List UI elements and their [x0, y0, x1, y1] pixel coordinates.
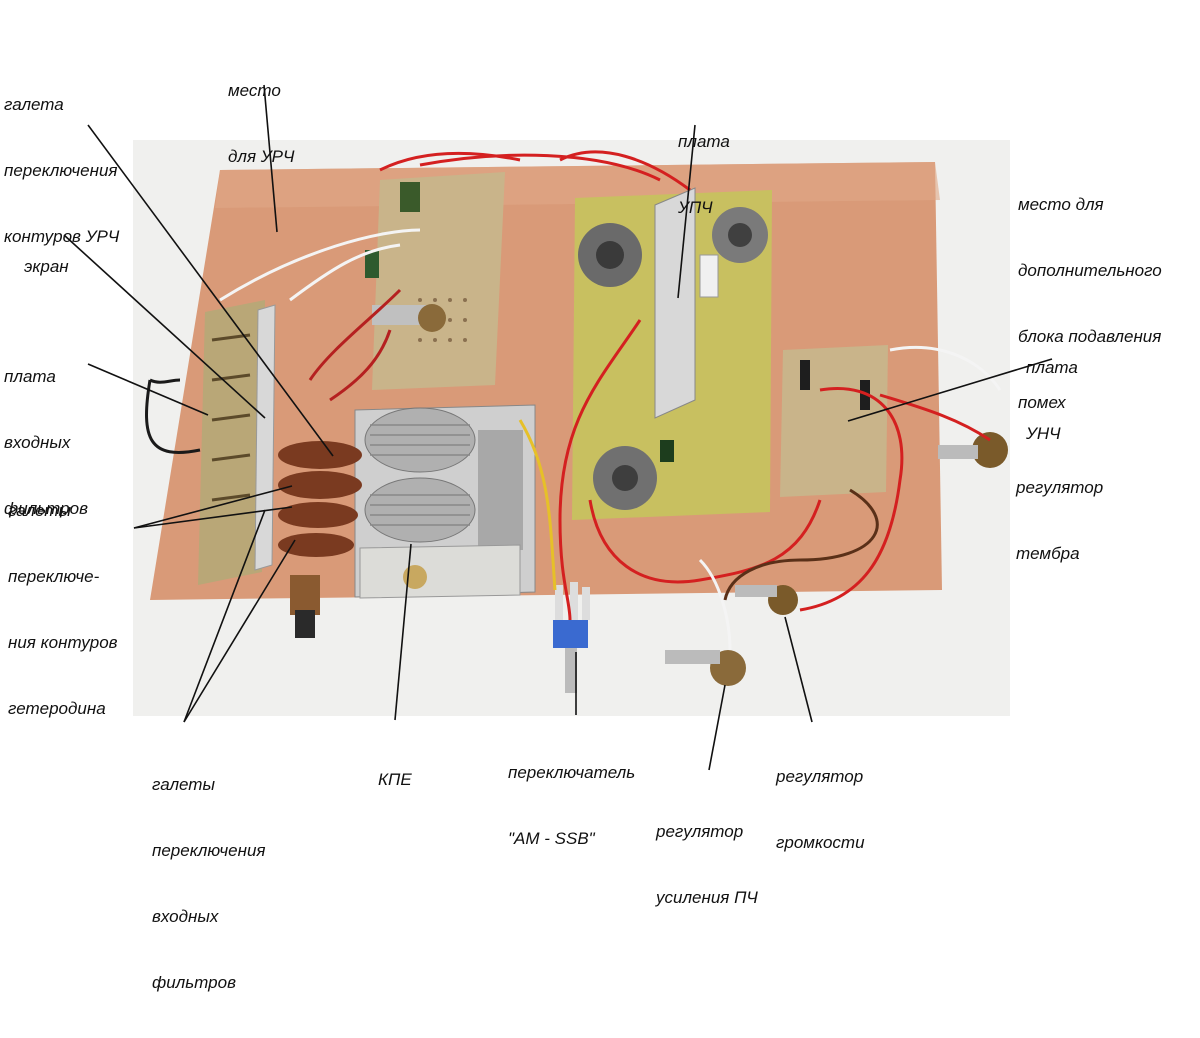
label-galeta-urch: галета переключения контуров УРЧ: [4, 95, 120, 246]
leader-plata-upch: [677, 124, 696, 299]
leader-kpe: [394, 543, 412, 721]
leader-geterodin-2: [133, 506, 293, 529]
leader-geterodin-1: [133, 485, 293, 529]
leader-pch: [708, 684, 726, 771]
urch-perfboard: [372, 172, 505, 390]
label-regulyator-pch: регулятор усиления ПЧ: [656, 822, 758, 907]
label-mesto-urch: место для УРЧ: [228, 81, 295, 166]
label-galety-geterodina: галеты переключе- ния контуров гетеродин…: [8, 501, 118, 718]
label-kpe: КПЕ: [378, 770, 412, 789]
wafer-switch-stack: [278, 441, 362, 638]
label-regulyator-tembra: регулятор тембра: [1016, 478, 1104, 563]
leader-gromkost: [784, 616, 813, 723]
label-regulyator-gromkosti: регулятор громкости: [776, 767, 865, 852]
gain-potentiometer: [665, 650, 746, 686]
label-galety-vkh: галеты переключения входных фильтров: [152, 775, 266, 992]
leader-galeta-urch: [87, 124, 334, 457]
leader-mesto-urch: [263, 84, 278, 233]
annotated-photo-diagram: галета переключения контуров УРЧ место д…: [4, 81, 1162, 992]
label-plata-upch: плата УПЧ: [678, 132, 730, 217]
receiver-photo: [133, 140, 1010, 716]
label-mesto-dop: место для дополнительного блока подавлен…: [1018, 195, 1162, 412]
leader-vkh-2: [183, 509, 266, 723]
leader-vkh-1: [183, 539, 296, 723]
variable-capacitor-kpe: [354, 404, 536, 599]
label-pereklyuchatel: переключатель "AM - SSB": [508, 763, 636, 848]
knob-shaft-left: [372, 304, 446, 332]
label-plata-unch: плата УНЧ: [1026, 358, 1078, 443]
tone-potentiometer: [938, 432, 1008, 468]
wires: [145, 150, 1002, 651]
leader-plata-unch: [847, 358, 1053, 422]
am-ssb-toggle-switch: [553, 582, 590, 693]
label-plata-vkh: плата входных фильтров: [4, 367, 88, 518]
label-ekran: экран: [24, 257, 69, 276]
volume-potentiometer: [735, 585, 798, 615]
leader-ekran: [63, 234, 266, 419]
leader-lines: [63, 84, 1053, 771]
leader-plata-vkh: [87, 363, 209, 416]
